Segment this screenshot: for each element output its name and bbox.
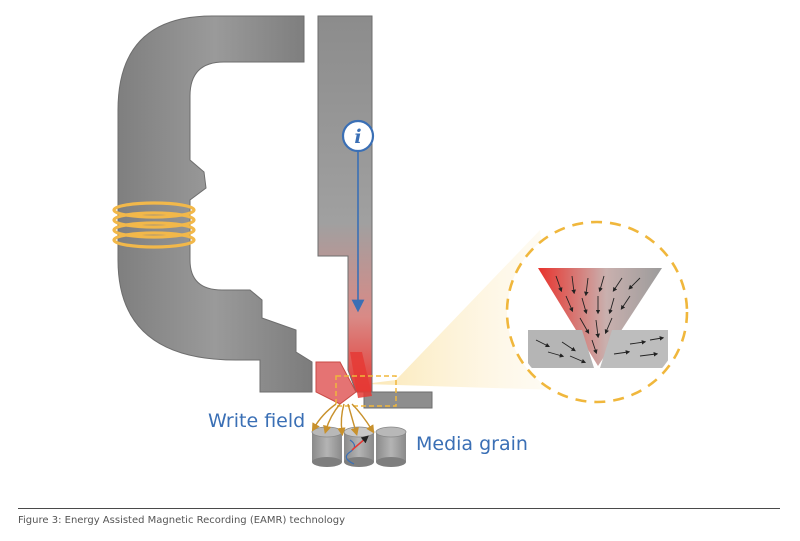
current-symbol-icon: i — [341, 119, 375, 153]
eamr-diagram: i — [112, 15, 689, 467]
zoom-pole-tip — [538, 268, 662, 366]
spin-torque-oscillator — [350, 352, 372, 398]
zoom-circle-icon — [505, 220, 689, 404]
current-symbol-text: i — [354, 126, 361, 148]
media-grain-icon — [311, 426, 407, 467]
media-grain-label: Media grain — [416, 433, 528, 455]
tip-highlight-box — [335, 375, 397, 407]
main-write-pole — [317, 15, 373, 393]
zoom-return-shield — [528, 330, 594, 368]
zoom-trailing-shield — [600, 330, 668, 368]
figure-caption: Figure 3: Energy Assisted Magnetic Recor… — [18, 515, 346, 526]
write-field-label: Write field — [208, 410, 306, 432]
magnetization-arrows — [535, 275, 665, 364]
caption-divider — [18, 508, 780, 509]
return-pole — [117, 15, 313, 393]
trailing-shield — [363, 391, 433, 409]
write-field-arrows — [311, 403, 375, 437]
zoom-beam — [364, 230, 560, 390]
coil-icon — [112, 201, 196, 249]
